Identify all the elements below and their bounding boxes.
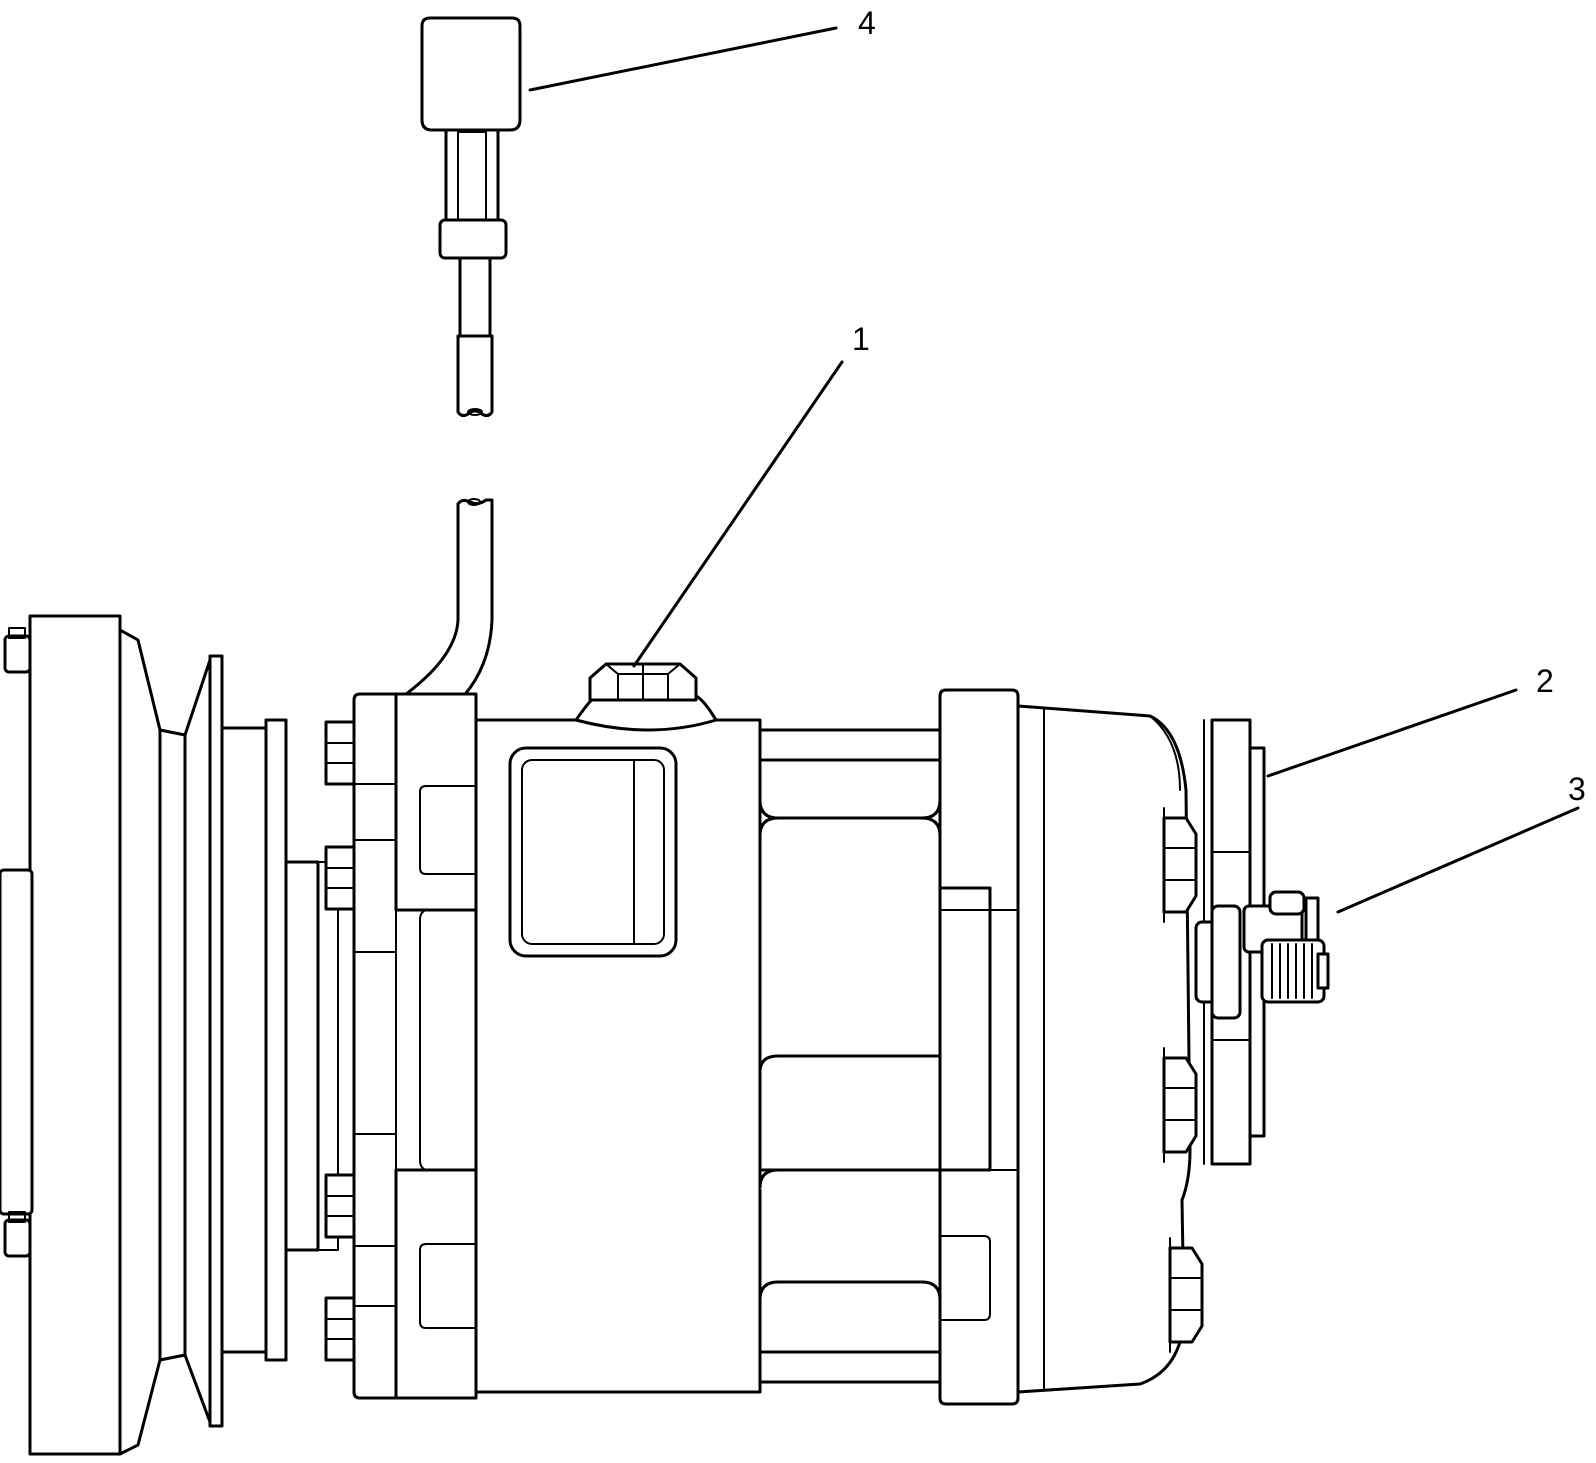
leader-line-1	[632, 360, 844, 668]
compressor-body	[352, 662, 1330, 1406]
clutch-pulley	[0, 614, 339, 1456]
leader-lines	[528, 26, 1580, 914]
leader-line-2	[1266, 688, 1518, 778]
front-bolts	[324, 720, 356, 1362]
knurled-cap	[1271, 943, 1313, 999]
callout-labels: 4 1 2 3	[852, 5, 1586, 807]
part-4-sensor-switch	[393, 16, 522, 704]
leader-line-4	[528, 26, 838, 92]
leader-line-3	[1336, 806, 1580, 914]
callout-4: 4	[858, 5, 876, 41]
callout-1: 1	[852, 321, 870, 357]
callout-2: 2	[1536, 663, 1554, 699]
callout-3: 3	[1568, 771, 1586, 807]
